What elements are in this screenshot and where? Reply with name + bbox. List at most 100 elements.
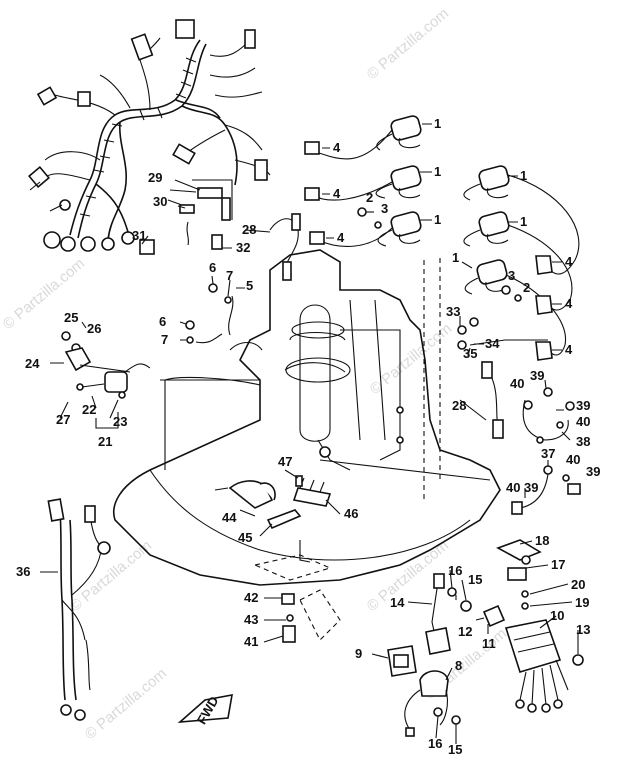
callout-label: 1 xyxy=(434,164,441,179)
part-cdi-unit-group xyxy=(482,539,584,713)
callout-label: 39 xyxy=(586,464,600,479)
harness-plug xyxy=(121,231,135,245)
callout-label: 8 xyxy=(455,658,462,673)
callout-label: 11 xyxy=(482,636,496,651)
callout-label: 39 xyxy=(524,480,538,495)
callout-label: 40 xyxy=(576,414,590,429)
callout-label: 10 xyxy=(550,608,564,623)
callout-label: 40 xyxy=(566,452,580,467)
fuse-wire xyxy=(221,197,231,221)
callout-leaders xyxy=(40,123,579,744)
callout-label: 4 xyxy=(565,342,573,357)
fwd-direction-arrow: FWD xyxy=(177,694,233,727)
clip-part-31 xyxy=(139,239,155,255)
callout-label: 23 xyxy=(113,414,127,429)
callout-label: 38 xyxy=(576,434,590,449)
callout-label: 4 xyxy=(565,254,573,269)
callout-label: 2 xyxy=(523,280,530,295)
callout-label: 1 xyxy=(452,250,459,265)
callout-label: 21 xyxy=(98,434,112,449)
callout-label: 27 xyxy=(56,412,70,427)
callout-label: 34 xyxy=(485,336,500,351)
callout-label: 12 xyxy=(458,624,472,639)
callout-label: 4 xyxy=(565,296,573,311)
callout-label: 22 xyxy=(82,402,96,417)
harness-connector xyxy=(36,86,58,106)
callout-label: 35 xyxy=(463,346,477,361)
callout-label: 1 xyxy=(434,212,441,227)
callout-label: 4 xyxy=(333,186,341,201)
callout-label: 31 xyxy=(132,228,146,243)
harness-plug xyxy=(59,199,71,211)
callout-label: 16 xyxy=(428,736,442,751)
engine-block-outline xyxy=(113,249,501,586)
callout-label: 14 xyxy=(390,595,405,610)
watermark-text: © Partzilla.com xyxy=(82,665,170,743)
callout-label: 33 xyxy=(446,304,460,319)
callout-label: 39 xyxy=(576,398,590,413)
callout-label: 45 xyxy=(238,530,252,545)
part-starter-relay-group xyxy=(387,573,472,737)
callout-label: 5 xyxy=(246,278,253,293)
part-28-lead-upper xyxy=(269,213,301,281)
callout-label: 39 xyxy=(530,368,544,383)
callout-label: 24 xyxy=(25,356,40,371)
callout-label: 46 xyxy=(344,506,358,521)
fuse-holder xyxy=(197,187,223,199)
callout-label: 4 xyxy=(333,140,341,155)
callout-label: 18 xyxy=(535,533,549,548)
callout-label: 3 xyxy=(508,268,515,283)
harness-connector xyxy=(244,29,256,49)
part-right-leads-group xyxy=(457,317,581,515)
callout-label: 1 xyxy=(520,168,527,183)
callout-label: 15 xyxy=(468,572,482,587)
callout-label: 6 xyxy=(159,314,166,329)
callout-label: 7 xyxy=(226,268,233,283)
callout-label: 30 xyxy=(153,194,167,209)
clip-part-32 xyxy=(211,234,223,250)
ignition-coils xyxy=(304,115,580,500)
callout-label: 3 xyxy=(381,201,388,216)
callout-label: 19 xyxy=(575,595,589,610)
harness-connector xyxy=(175,19,195,39)
part-41-43-group xyxy=(281,589,341,643)
harness-plug xyxy=(80,236,96,252)
callout-labels: 1 1 1 1 1 1 4 4 4 4 4 4 2 3 2 3 29 30 28… xyxy=(16,116,600,757)
watermark-text: © Partzilla.com xyxy=(367,320,455,398)
callout-label: 7 xyxy=(161,332,168,347)
callout-label: 25 xyxy=(64,310,78,325)
watermark-text: © Partzilla.com xyxy=(67,537,155,615)
callout-label: 47 xyxy=(278,454,292,469)
callout-label: 17 xyxy=(551,557,565,572)
harness-connector xyxy=(77,91,91,107)
callout-label: 37 xyxy=(541,446,555,461)
harness-plug xyxy=(101,237,115,251)
callout-label: 29 xyxy=(148,170,162,185)
callout-label: 36 xyxy=(16,564,30,579)
callout-label: 13 xyxy=(576,622,590,637)
callout-label: 42 xyxy=(244,590,258,605)
part-rectifier-group xyxy=(214,475,332,581)
callout-label: 2 xyxy=(366,190,373,205)
callout-label: 26 xyxy=(87,321,101,336)
callout-label: 44 xyxy=(222,510,237,525)
fuse xyxy=(179,204,195,214)
harness-connector xyxy=(130,33,154,61)
callout-label: 1 xyxy=(520,214,527,229)
callout-label: 28 xyxy=(242,222,256,237)
harness-connector xyxy=(172,143,196,165)
callout-label: 6 xyxy=(209,260,216,275)
callout-label: 20 xyxy=(571,577,585,592)
callout-label: 28 xyxy=(452,398,466,413)
callout-label: 40 xyxy=(510,376,524,391)
harness-connector xyxy=(254,159,268,181)
harness-plug xyxy=(43,231,61,249)
callout-label: 40 xyxy=(506,480,520,495)
part-36-harness xyxy=(47,498,111,721)
callout-label: 1 xyxy=(434,116,441,131)
callout-label: 4 xyxy=(337,230,345,245)
callout-label: 41 xyxy=(244,634,258,649)
callout-label: 43 xyxy=(244,612,258,627)
main-wiring-harness xyxy=(28,19,271,252)
